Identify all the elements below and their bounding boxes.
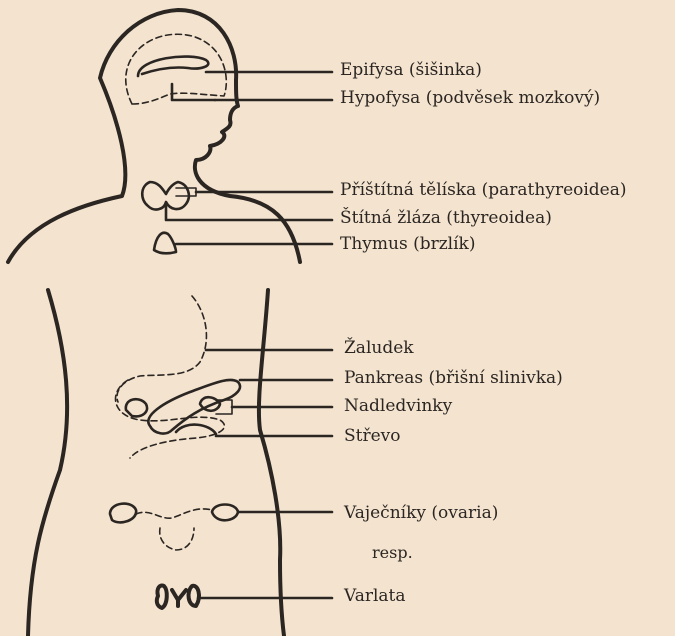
label-hypofysa: Hypofysa (podvěsek mozkový) — [340, 90, 600, 107]
label-pankreas: Pankreas (břišní slinivka) — [344, 370, 563, 387]
label-thymus: Thymus (brzlík) — [340, 236, 476, 253]
ovary-right-shape — [212, 505, 238, 521]
label-strevo: Střevo — [344, 428, 401, 445]
testes-shape — [157, 585, 199, 608]
intestine-lower-loop — [176, 425, 216, 434]
label-vajecniky: Vaječníky (ovaria) — [344, 505, 498, 522]
leader-line-stitna — [166, 206, 332, 220]
uterus-shape — [136, 509, 212, 550]
label-resp: resp. — [372, 545, 413, 561]
head-outline — [8, 10, 300, 262]
label-stitna: Štítná žláza (thyreoidea) — [340, 210, 552, 227]
label-epifysa: Epifysa (šišinka) — [340, 62, 482, 79]
adrenal-left-shape — [126, 399, 147, 416]
pineal-gland-shape — [138, 57, 208, 76]
label-varlata: Varlata — [344, 588, 406, 605]
torso-right-outline — [259, 290, 284, 636]
torso-left-outline — [28, 290, 67, 636]
stomach-shape — [117, 296, 206, 402]
label-nadledvinky: Nadledvinky — [344, 398, 452, 415]
pituitary-gland-shape — [172, 84, 215, 100]
label-pristitna: Příštítná tělíska (parathyreoidea) — [340, 182, 627, 199]
ovary-left-shape — [110, 504, 136, 523]
intestine-shape — [116, 380, 225, 458]
thymus-shape — [154, 233, 176, 254]
label-zaludek: Žaludek — [344, 340, 414, 357]
